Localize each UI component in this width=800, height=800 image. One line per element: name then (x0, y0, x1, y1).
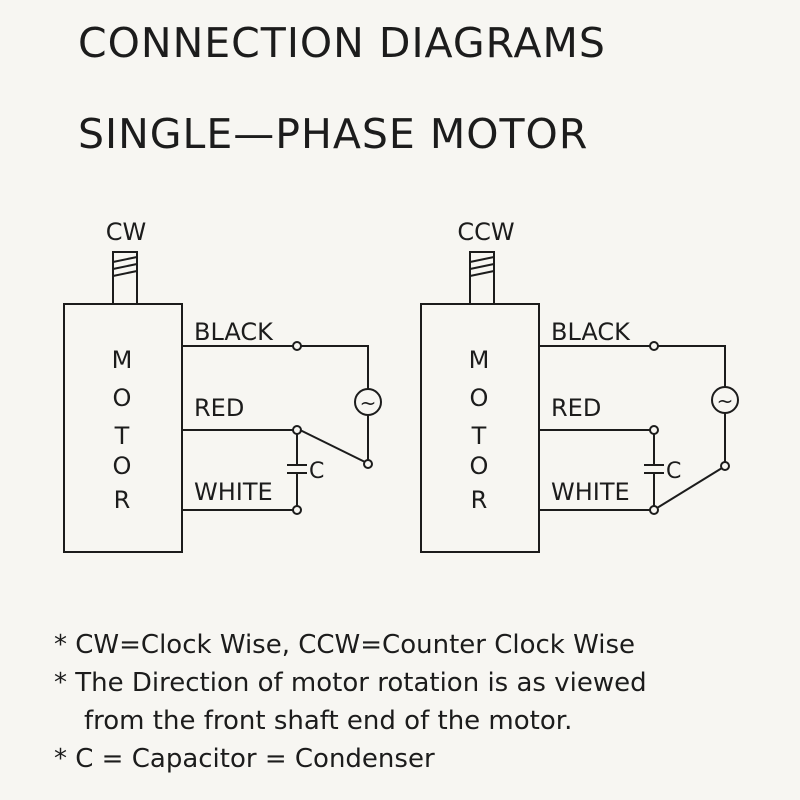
wire-label-black: BLACK (194, 318, 274, 346)
direction-label-ccw: CCW (457, 218, 514, 246)
motor-shaft-cw (112, 251, 138, 305)
motor-letter: O (470, 452, 489, 480)
note-abbreviations: * CW=Clock Wise, CCW=Counter Clock Wise (54, 630, 636, 660)
main-title: CONNECTION DIAGRAMS (78, 19, 606, 67)
wire-label-black: BLACK (551, 318, 631, 346)
source-wire (658, 345, 726, 387)
ac-source-symbol: ~ (360, 391, 377, 415)
motor-letter: M (469, 346, 490, 374)
switch-link (656, 467, 723, 509)
motor-letter: R (471, 486, 488, 514)
direction-label-cw: CW (106, 218, 147, 246)
switch-link (299, 429, 366, 463)
motor-letter: M (112, 346, 133, 374)
note-capacitor: * C = Capacitor = Condenser (54, 744, 435, 774)
motor-letter: O (470, 384, 489, 412)
ac-source-symbol: ~ (717, 389, 734, 413)
note-direction-continued: from the front shaft end of the motor. (84, 706, 573, 736)
motor-body-ccw (420, 303, 540, 553)
motor-letter: R (114, 486, 131, 514)
note-direction: * The Direction of motor rotation is as … (54, 668, 647, 698)
ac-source-icon (711, 386, 739, 414)
wire-label-white: WHITE (194, 478, 273, 506)
motor-letter: O (113, 384, 132, 412)
terminal (292, 425, 302, 435)
source-wire (301, 345, 369, 389)
subtitle: SINGLE—PHASE MOTOR (78, 110, 589, 158)
terminal (292, 341, 302, 351)
diagram-cw: CW M O T O R BLACK RED WHITE (63, 218, 382, 553)
diagram-ccw: CCW M O T O R BLACK RED WHITE (420, 218, 739, 553)
wire-label-red: RED (194, 394, 244, 422)
wire-label-red: RED (551, 394, 601, 422)
motor-letter: T (471, 422, 487, 450)
capacitor-label: C (666, 459, 681, 484)
capacitor-label: C (309, 459, 324, 484)
notes: * CW=Clock Wise, CCW=Counter Clock Wise … (54, 626, 784, 778)
terminal (649, 341, 659, 351)
motor-body-cw (63, 303, 183, 553)
motor-shaft-ccw (469, 251, 495, 305)
wire-label-white: WHITE (551, 478, 630, 506)
motor-letter: O (113, 452, 132, 480)
connection-diagrams: CW M O T O R BLACK RED WHITE (63, 218, 739, 553)
terminal (649, 425, 659, 435)
motor-letter: T (114, 422, 130, 450)
terminal (292, 505, 302, 515)
ac-source-icon (354, 388, 382, 416)
